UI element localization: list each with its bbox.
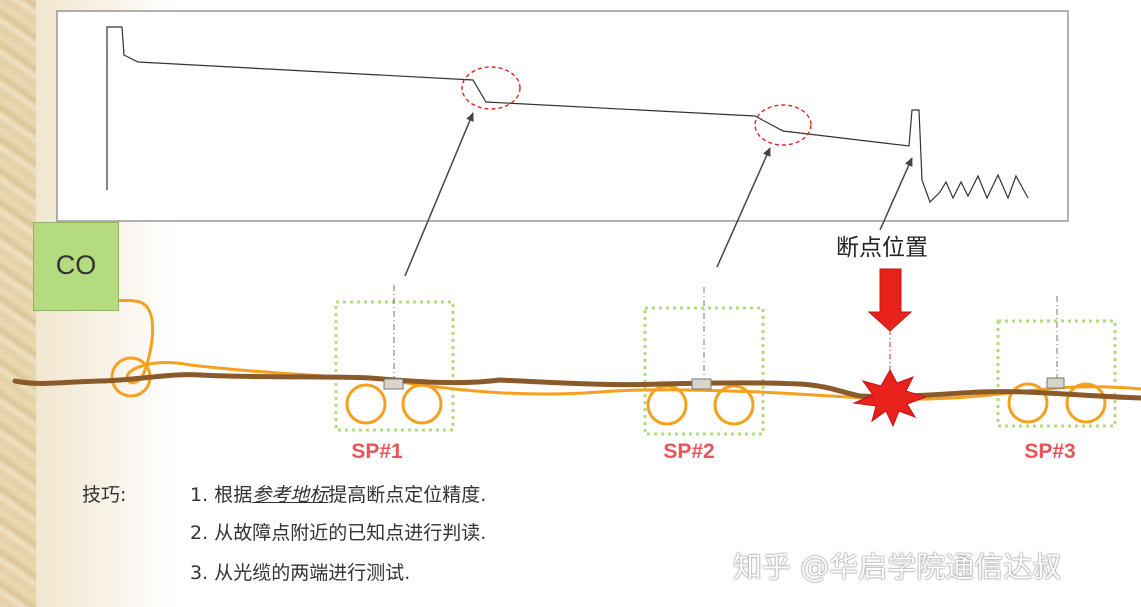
central-office-box [33, 222, 119, 311]
tip-number: 1. [190, 484, 209, 506]
textured-background-strip [0, 0, 36, 607]
tip-emphasis: 参考地标 [252, 484, 329, 506]
splice-point-label-3: SP#3 [1024, 440, 1076, 463]
break-arrow [867, 268, 913, 332]
tip-item-2: 2. 从故障点附近的已知点进行判读. [190, 518, 486, 545]
break-pointer-arrow [879, 157, 913, 231]
tip-text: 从故障点附近的已知点进行判读. [214, 522, 487, 544]
splice-box-2 [643, 306, 765, 436]
splice-box-3 [996, 319, 1117, 428]
fiber-path [81, 298, 1141, 401]
tip-number: 3. [190, 562, 209, 584]
splice-point-label-2: SP#2 [663, 440, 715, 463]
cable-path [12, 372, 1141, 401]
splice-closure-1 [383, 378, 404, 390]
tip-item-3: 3. 从光缆的两端进行测试. [190, 558, 410, 585]
watermark-text: 知乎 @华启学院通信达叔 [733, 550, 1062, 584]
break-burst-icon [852, 368, 928, 428]
reflective-event-circle-2 [754, 104, 812, 146]
splice-closure-3 [1046, 377, 1065, 389]
reflective-event-circle-1 [461, 66, 521, 110]
break-location-label: 断点位置 [836, 235, 928, 261]
fiber-loop-sp1-b [401, 383, 443, 425]
fiber-loop-sp3-a [1007, 382, 1049, 424]
tip-number: 2. [190, 522, 209, 544]
central-office-label: CO [55, 250, 97, 280]
otdr-trace-line [106, 26, 1029, 204]
tip-text-post: 提高断点定位精度. [328, 484, 487, 506]
fiber-loop-sp2-b [713, 384, 755, 426]
fiber-loop-sp3-b [1065, 382, 1107, 424]
splice-point-label-1: SP#1 [351, 440, 403, 463]
splice-closure-2 [691, 378, 712, 390]
tip-text: 从光缆的两端进行测试. [214, 562, 411, 584]
sp2-pointer-arrow [716, 147, 771, 268]
fiber-loop-sp1-a [345, 383, 387, 425]
fiber-loop-sp2-a [646, 384, 688, 426]
tips-title: 技巧: [82, 484, 127, 506]
tip-item-1: 1. 根据参考地标提高断点定位精度. [190, 480, 486, 507]
sp1-pointer-arrow [404, 112, 474, 277]
otdr-trace-panel [56, 10, 1069, 222]
tip-text-pre: 根据 [214, 484, 253, 506]
